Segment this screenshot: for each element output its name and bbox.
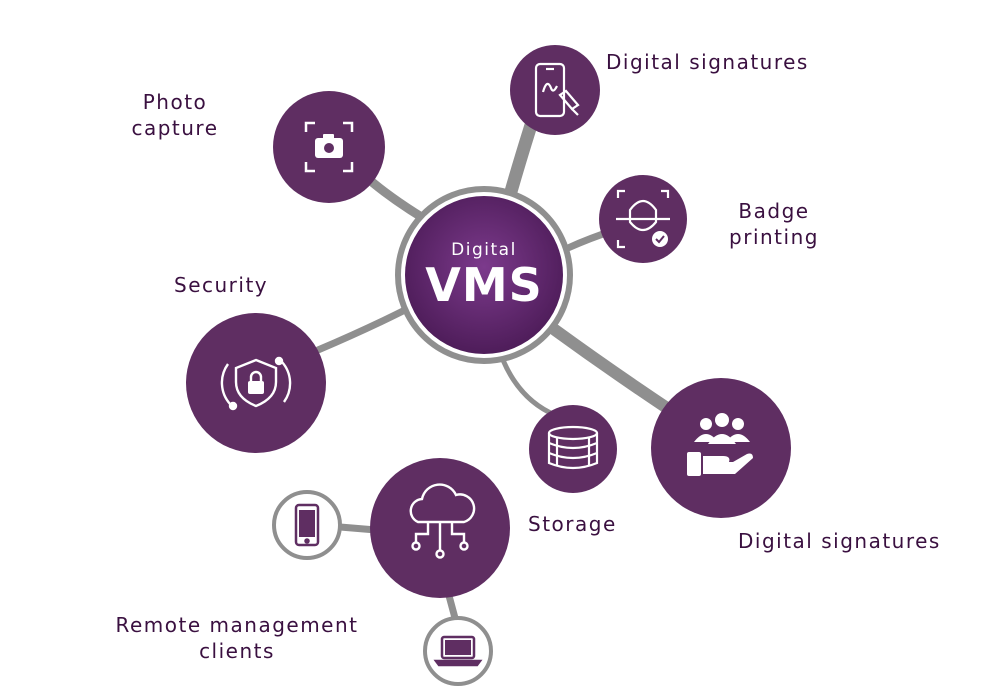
badge-printing-node: [599, 175, 687, 263]
security-node: [186, 313, 326, 453]
laptop-icon: [433, 635, 483, 667]
label-photo-capture: Photo capture: [125, 89, 225, 141]
label-digital-signatures-top: Digital signatures: [606, 50, 809, 74]
remote-management-node: [370, 458, 510, 598]
center-hub: [395, 186, 573, 364]
face-scan-icon: [616, 189, 670, 249]
photo-capture-node: [273, 91, 385, 203]
connector-phone: [336, 523, 380, 534]
tablet-signature-icon: [534, 62, 580, 118]
label-remote-management: Remote management clients: [92, 612, 382, 664]
center-subtitle: Digital: [451, 240, 517, 260]
cloud-network-icon: [409, 483, 476, 559]
connector-storage: [500, 357, 558, 418]
label-badge-printing-line1: Badge: [738, 199, 810, 223]
shield-lock-icon: [220, 356, 292, 411]
digital-signatures-bottom-node: [651, 378, 791, 518]
connector-signature-top: [503, 115, 539, 202]
label-remote-management-line1: Remote management: [115, 613, 359, 637]
center-heading: VMS: [425, 258, 543, 312]
mobile-client-node: [272, 490, 342, 560]
connector-security: [314, 306, 409, 354]
label-badge-printing-line2: printing: [729, 225, 819, 249]
laptop-client-node: [423, 616, 493, 686]
center-title: Digital VMS: [404, 240, 564, 310]
label-photo-capture-line1: Photo: [142, 90, 208, 114]
label-digital-signatures-bottom: Digital signatures: [738, 529, 941, 553]
storage-node: [529, 405, 617, 493]
people-hand-icon: [687, 413, 753, 476]
digital-signatures-top-node: [510, 45, 600, 135]
camera-icon: [304, 121, 354, 173]
label-storage: Storage: [528, 512, 617, 536]
connector-signature-bottom: [549, 324, 676, 416]
phone-icon: [294, 503, 320, 547]
label-badge-printing: Badge printing: [722, 198, 826, 250]
label-remote-management-line2: clients: [199, 639, 275, 663]
label-photo-capture-line2: capture: [131, 116, 219, 140]
database-icon: [547, 425, 599, 470]
label-security: Security: [174, 273, 269, 297]
